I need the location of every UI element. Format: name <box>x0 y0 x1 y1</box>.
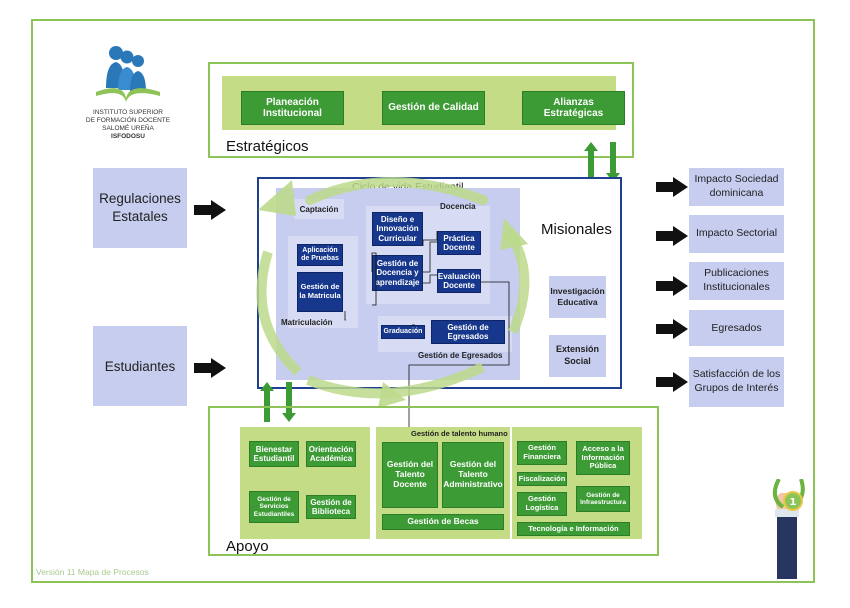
logo-line-3: SALOMÉ UREÑA <box>102 125 154 132</box>
captacion-box: Captación <box>294 199 344 219</box>
logo-icon <box>96 46 160 102</box>
impacto-sectorial: Impacto Sectorial <box>689 215 784 253</box>
apoyo-label: Apoyo <box>226 538 269 555</box>
estrategicos-misionales-arrows <box>584 142 620 182</box>
talento-administrativo: Gestión del Talento Administrativo <box>442 442 504 508</box>
misionales-apoyo-arrows <box>260 382 296 422</box>
cycle-arrows <box>256 177 530 408</box>
fiscalizacion: Fiscalización <box>517 472 567 486</box>
gestion-calidad: Gestión de Calidad <box>382 91 485 125</box>
orientacion-academica: Orientación Académica <box>306 441 356 467</box>
apoyo-frame <box>208 406 659 556</box>
talento-docente: Gestión del Talento Docente <box>382 442 438 508</box>
egresados-output: Egresados <box>689 310 784 346</box>
hand-medal-icon: 1 <box>772 479 805 579</box>
acceso-informacion-publica: Acceso a la Información Pública <box>576 441 630 475</box>
gestion-egresados-label: Gestión de Egresados <box>418 351 503 360</box>
logo-line-1: INSTITUTO SUPERIOR <box>93 109 163 116</box>
estrategicos-frame <box>208 62 634 158</box>
aplicacion-pruebas: Aplicación de Pruebas <box>297 244 343 266</box>
footer-version: Versión 11 Mapa de Procesos <box>36 567 149 577</box>
tecnologia-informacion: Tecnología e Información <box>517 522 630 536</box>
extension-social: Extensión Social <box>549 335 606 377</box>
svg-text:1: 1 <box>790 497 797 508</box>
output-arrow-1 <box>656 177 688 197</box>
regulaciones-estatales: Regulaciones Estatales <box>93 168 187 248</box>
gestion-matricula: Gestión de la Matricula <box>297 272 343 312</box>
process-connectors <box>344 231 438 326</box>
logo-line-2: DE FORMACIÓN DOCENTE <box>85 117 171 124</box>
gestion-financiera: Gestión Financiera <box>517 441 567 465</box>
misionales-label: Misionales <box>541 221 612 238</box>
bienestar-estudiantil: Bienestar Estudiantil <box>249 441 299 467</box>
output-arrow-5 <box>656 372 688 392</box>
estudiantes-arrow <box>194 358 226 378</box>
satisfaccion-grupos: Satisfacción de los Grupos de Interés <box>689 357 784 407</box>
publicaciones-institucionales: Publicaciones Institucionales <box>689 262 784 300</box>
gestion-biblioteca: Gestión de Biblioteca <box>306 495 356 519</box>
gestion-infraestructura: Gestión de Infraestructura <box>576 486 630 512</box>
gestion-becas: Gestión de Becas <box>382 514 504 530</box>
gestion-docencia: Gestión de Docencia y aprendizaje <box>372 255 423 291</box>
output-arrow-4 <box>656 319 688 339</box>
planeacion-institucional: Planeación Institucional <box>241 91 344 125</box>
regulaciones-arrow <box>194 200 226 220</box>
diseno-curricular: Diseño e Innovación Curricular <box>372 212 423 246</box>
gestion-logistica: Gestión Logística <box>517 492 567 516</box>
matriculacion-label: Matriculación <box>281 318 333 327</box>
logo-acronym: ISFODOSU <box>111 133 145 140</box>
alianzas-estrategicas: Alianzas Estratégicas <box>522 91 625 125</box>
estrategicos-label: Estratégicos <box>226 138 309 155</box>
estudiantes: Estudiantes <box>93 326 187 406</box>
gestion-egresados-box: Gestión de Egresados <box>431 320 505 344</box>
output-arrow-3 <box>656 276 688 296</box>
practica-docente: Práctica Docente <box>437 231 481 255</box>
output-arrow-2 <box>656 226 688 246</box>
docencia-label: Docencia <box>440 202 476 211</box>
talento-humano-label: Gestión de talento humano <box>411 429 508 438</box>
outer-frame <box>31 19 815 583</box>
investigacion-educativa: Investigación Educativa <box>549 276 606 318</box>
evaluacion-docente: Evaluación Docente <box>437 269 481 293</box>
logo: INSTITUTO SUPERIOR DE FORMACIÓN DOCENTE … <box>78 42 178 146</box>
impacto-sociedad: Impacto Sociedad dominicana <box>689 168 784 206</box>
servicios-estudiantiles: Gestión de Servicios Estudiantiles <box>249 491 299 523</box>
graduacion: Graduación <box>381 325 425 339</box>
